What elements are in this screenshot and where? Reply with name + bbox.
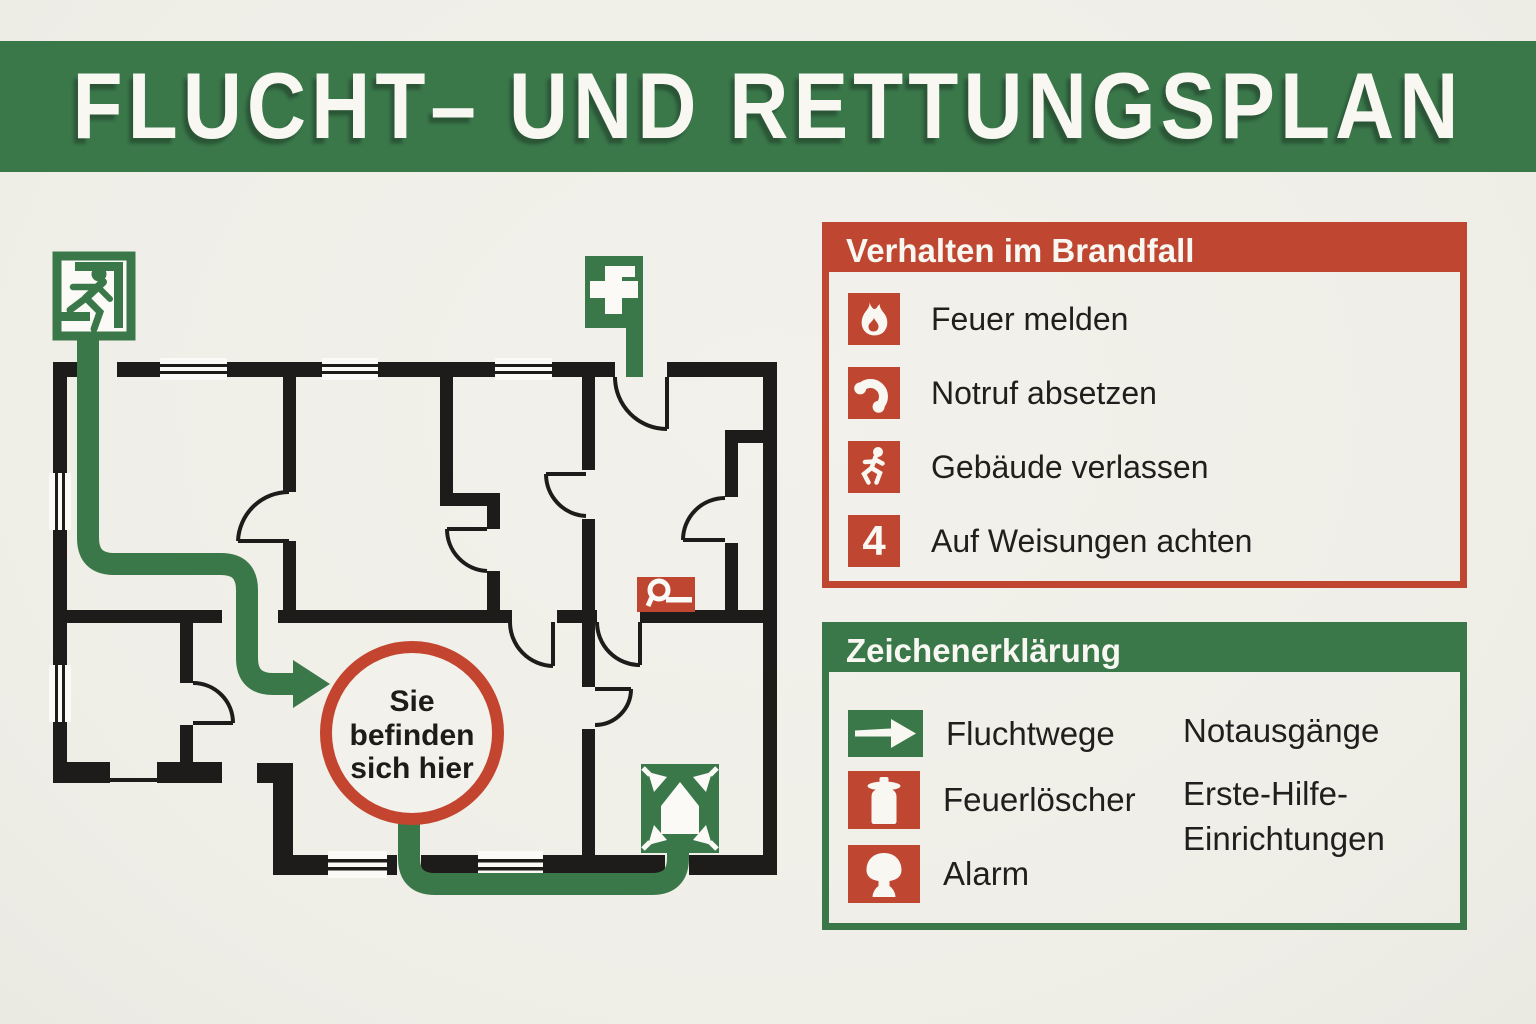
legend-label: Alarm	[943, 855, 1030, 892]
escape-route-arrow-icon	[848, 710, 923, 757]
you-are-here-line2: befinden	[350, 719, 475, 752]
walls	[53, 362, 777, 875]
escape-route	[77, 334, 689, 895]
page-title: FLUCHT– UND RETTUNGSPLAN	[72, 54, 1464, 158]
instruction-label: Auf Weisungen achten	[931, 522, 1253, 559]
legend-row: Alarm	[848, 845, 1460, 903]
running-person-icon	[848, 441, 900, 493]
fire-hose-reel-icon	[637, 577, 695, 612]
emergency-exit-sign-icon	[52, 251, 136, 342]
number-4-icon: 4	[848, 515, 900, 567]
legend-label: Erste-Hilfe- Einrichtungen	[1183, 775, 1385, 857]
instruction-label: Gebäude verlassen	[931, 448, 1209, 485]
you-are-here-line1: Sie	[389, 685, 434, 718]
instruction-label: Feuer melden	[931, 300, 1129, 337]
legend-box: Zeichenerklärung Fluchtwege Feuerlöscher	[822, 622, 1467, 930]
legend-header: Zeichenerklärung	[829, 629, 1460, 672]
legend-row: Fluchtwege	[848, 710, 1460, 757]
legend-label: Fluchtwege	[946, 714, 1115, 752]
escape-route-arrowhead	[293, 660, 330, 708]
flame-icon	[848, 293, 900, 345]
you-are-here-marker: Sie befinden sich hier	[320, 641, 504, 825]
you-are-here-line3: sich hier	[350, 752, 474, 785]
door-swings	[192, 376, 726, 727]
fire-instruction-row: 4 Auf Weisungen achten	[848, 515, 1460, 567]
legend-label: Feuerlöscher	[943, 781, 1136, 818]
fire-instruction-row: Notruf absetzen	[848, 367, 1460, 419]
legend-right-column: Notausgänge Erste-Hilfe- Einrichtungen	[1183, 711, 1453, 861]
alarm-icon	[848, 845, 920, 903]
fire-instructions-header: Verhalten im Brandfall	[829, 229, 1460, 272]
first-aid-sign-icon	[585, 256, 643, 377]
title-banner: FLUCHT– UND RETTUNGSPLAN	[0, 41, 1536, 172]
fire-instructions-box: Verhalten im Brandfall Feuer melden	[822, 222, 1467, 588]
fire-instruction-row: Gebäude verlassen	[848, 441, 1460, 493]
legend-label: Notausgänge	[1183, 712, 1380, 749]
phone-handset-icon	[848, 367, 900, 419]
legend-row: Feuerlöscher	[848, 771, 1460, 829]
fire-extinguisher-icon	[848, 771, 920, 829]
instruction-label: Notruf absetzen	[931, 374, 1157, 411]
fire-instruction-row: Feuer melden	[848, 293, 1460, 345]
assembly-point-icon	[641, 764, 719, 853]
